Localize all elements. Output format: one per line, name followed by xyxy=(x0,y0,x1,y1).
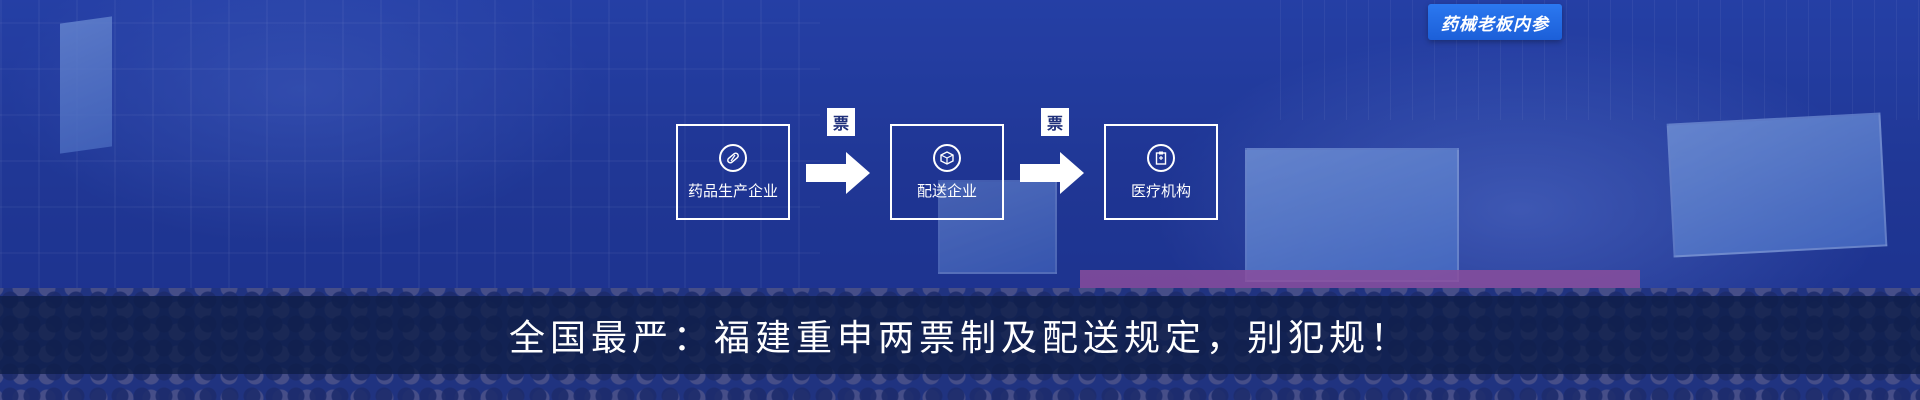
ticket-label: 票 xyxy=(827,108,855,136)
arrow-right-icon xyxy=(806,152,870,194)
flow-step-label: 医疗机构 xyxy=(1130,181,1191,200)
flow-step-label: 药品生产企业 xyxy=(687,181,778,200)
box-icon xyxy=(933,143,961,172)
clipboard-icon xyxy=(1147,143,1175,172)
background-wall xyxy=(0,0,820,300)
flow-step-medical-institution: 医疗机构 xyxy=(1104,124,1218,220)
brand-badge-label: 药械老板内参 xyxy=(1441,14,1549,35)
arrow-right-icon xyxy=(1020,152,1084,194)
background-ceiling xyxy=(1280,0,1920,120)
flow-step-label: 配送企业 xyxy=(916,181,977,200)
caption-band: 全国最严：福建重申两票制及配送规定，别犯规！ xyxy=(0,296,1920,374)
background-stage-table xyxy=(1080,270,1640,288)
background-stage-screen xyxy=(1245,148,1459,282)
ticket-label: 票 xyxy=(1041,108,1069,136)
brand-badge: 药械老板内参 xyxy=(1428,4,1562,40)
banner-headline: 全国最严：福建重申两票制及配送规定，别犯规！ xyxy=(508,318,1411,359)
background-stage-screen xyxy=(938,180,1057,274)
flow-step-distributor: 配送企业 xyxy=(890,124,1004,220)
flow-step-manufacturer: 药品生产企业 xyxy=(676,124,790,220)
pill-icon xyxy=(719,143,747,172)
